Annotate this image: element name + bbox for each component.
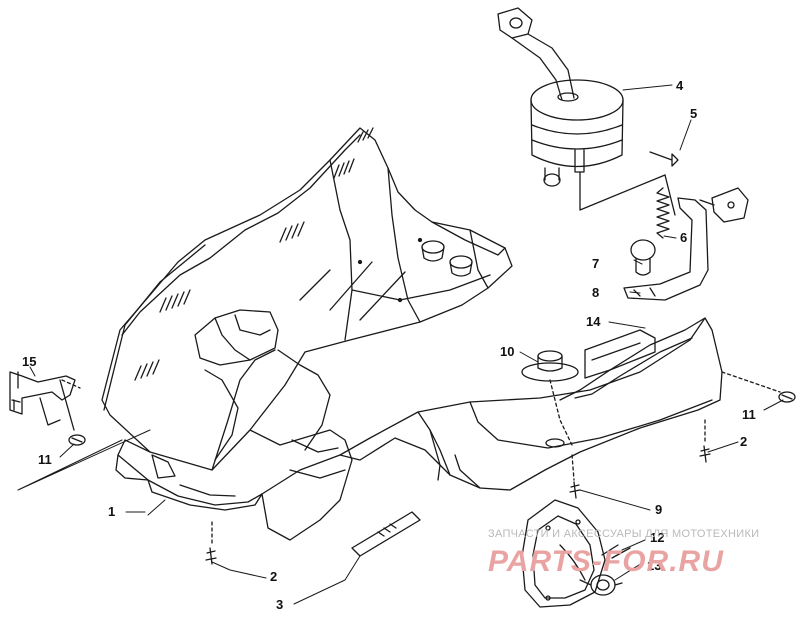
callout-1: 1 <box>108 504 115 519</box>
callout-2-left: 2 <box>270 569 277 584</box>
tension-spring <box>656 187 670 239</box>
right-screw <box>721 371 796 403</box>
left-bracket <box>9 371 86 446</box>
callout-6: 6 <box>680 230 687 245</box>
leader-lines <box>17 84 784 605</box>
callout-10: 10 <box>500 344 514 359</box>
front-cab-shell <box>101 127 513 541</box>
callout-12: 12 <box>650 530 664 545</box>
callout-13: 13 <box>647 558 661 573</box>
callout-labels: 1 2 2 3 4 5 6 7 8 9 10 11 11 12 13 14 15 <box>22 78 756 612</box>
callout-14: 14 <box>586 314 601 329</box>
callout-9: 9 <box>655 502 662 517</box>
callout-11-right: 11 <box>742 407 756 422</box>
exhaust-tip <box>579 544 631 596</box>
side-rail-panel <box>339 317 723 491</box>
callout-15: 15 <box>22 354 36 369</box>
callout-11-left: 11 <box>38 452 52 467</box>
decal-strip <box>351 511 421 557</box>
push-rivet-left <box>205 521 217 565</box>
callout-3: 3 <box>276 597 283 612</box>
rubber-grommet <box>630 239 656 276</box>
mount-bracket <box>623 187 749 301</box>
push-rivet-center <box>569 454 581 499</box>
callout-5: 5 <box>690 106 697 121</box>
spring-clip <box>649 151 679 167</box>
push-rivet-right <box>699 419 711 463</box>
watermark-logo: PARTS-FOR.RU <box>488 545 724 578</box>
filler-cap <box>521 350 579 446</box>
callout-2-right: 2 <box>740 434 747 449</box>
callout-7: 7 <box>592 256 599 271</box>
watermark-tagline: ЗАПЧАСТИ И АКСЕССУАРЫ ДЛЯ МОТОТЕХНИКИ <box>488 528 760 540</box>
callout-4: 4 <box>676 78 684 93</box>
muffler-assembly <box>497 7 676 216</box>
callout-8: 8 <box>592 285 599 300</box>
